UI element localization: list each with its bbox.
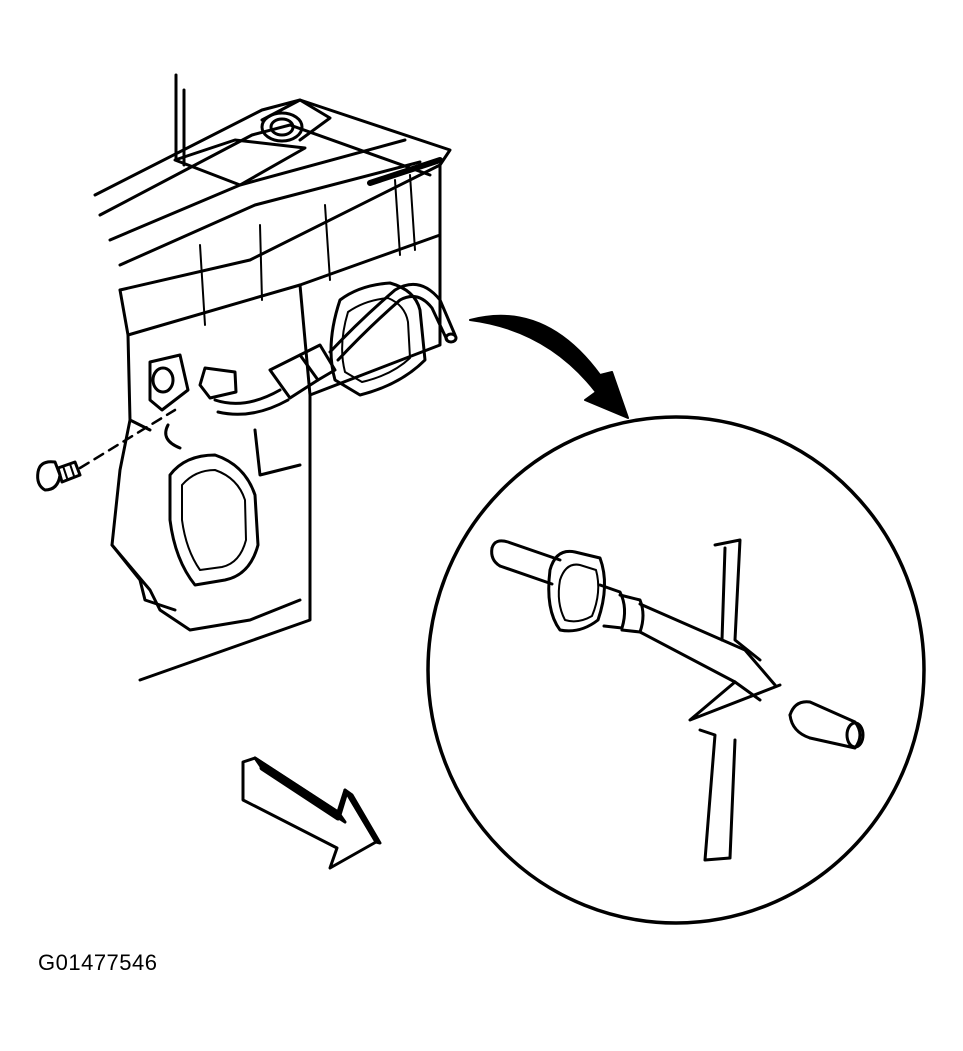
sensor-assembly: [200, 284, 456, 414]
front-arrow-icon: [243, 758, 380, 868]
figure-id-label: G01477546: [38, 950, 158, 975]
engine-block-drawing: [95, 75, 450, 680]
detail-circle: [428, 417, 924, 923]
arrow-curved-icon: [470, 316, 628, 418]
bolt-icon: [38, 410, 175, 490]
